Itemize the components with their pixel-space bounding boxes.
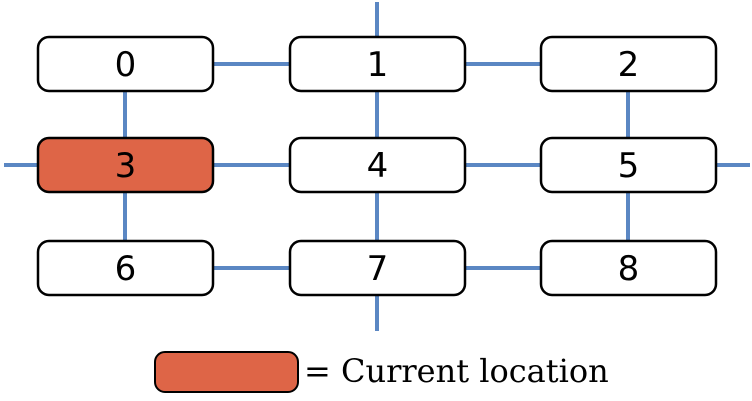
node-3-label: 3 [115,146,137,186]
legend: = Current location [154,351,609,393]
node-5: 5 [539,136,718,194]
node-8: 8 [539,239,718,297]
node-5-label: 5 [618,146,640,186]
node-4-label: 4 [367,146,389,186]
nodes: 0 1 2 3 4 5 6 7 [36,35,718,297]
node-7-label: 7 [367,249,389,289]
node-7: 7 [288,239,467,297]
node-3: 3 [36,136,215,194]
node-2-box [539,35,718,93]
node-2: 2 [539,35,718,93]
node-0: 0 [36,35,215,93]
node-8-box [539,239,718,297]
node-2-label: 2 [618,45,640,85]
legend-swatch [154,351,299,393]
node-7-box [288,239,467,297]
node-6: 6 [36,239,215,297]
node-6-label: 6 [115,249,137,289]
node-1: 1 [288,35,467,93]
node-0-label: 0 [115,45,137,85]
node-8-label: 8 [618,249,640,289]
node-4-box [288,136,467,194]
legend-label: = Current location [304,352,609,390]
node-5-box [539,136,718,194]
node-6-box [36,239,215,297]
node-0-box [36,35,215,93]
node-1-box [288,35,467,93]
edges [4,2,750,331]
node-3-box [36,136,215,194]
node-1-label: 1 [367,45,389,85]
node-4: 4 [288,136,467,194]
